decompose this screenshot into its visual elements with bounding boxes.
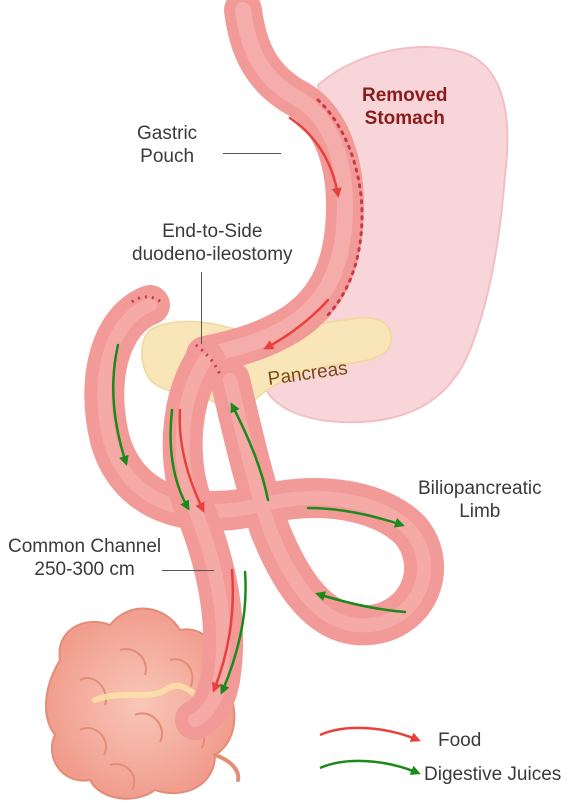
gastric-pouch-leader (223, 153, 281, 154)
food-arrow-channel-lower (211, 568, 235, 693)
legend-juice-arrow (319, 759, 421, 775)
legend-food-arrow (319, 726, 421, 742)
food-arrow-pouch-exit (263, 298, 330, 350)
legend-food-label: Food (438, 730, 482, 751)
juice-arrow-channel-lower (220, 570, 247, 695)
common-channel-label: Common Channel 250-300 cm (8, 536, 162, 580)
legend-juice-label: Digestive Juices (424, 764, 562, 785)
juice-arrow-limb-bottom (315, 591, 407, 614)
removed-stomach-label: Removed Stomach (362, 85, 448, 129)
juice-arrow-limb-right (306, 506, 405, 528)
juice-arrow-channel-upper (169, 408, 190, 511)
colon-shape (44, 607, 241, 800)
end-to-side-label: End-to-Side duodeno-ileostomy (132, 221, 293, 265)
food-arrow-pouch (288, 116, 342, 198)
common-channel-leader (162, 570, 214, 571)
juice-arrow-left-limb (112, 343, 129, 466)
food-arrows (178, 116, 342, 693)
end-to-side-leader (201, 272, 202, 344)
biliopancreatic-limb-label: Biliopancreatic Limb (418, 478, 542, 522)
juice-arrow-limb-up (230, 402, 270, 502)
gastric-pouch-label: Gastric Pouch (137, 123, 198, 167)
juice-arrows (112, 343, 407, 695)
food-arrow-channel-upper (178, 408, 205, 513)
